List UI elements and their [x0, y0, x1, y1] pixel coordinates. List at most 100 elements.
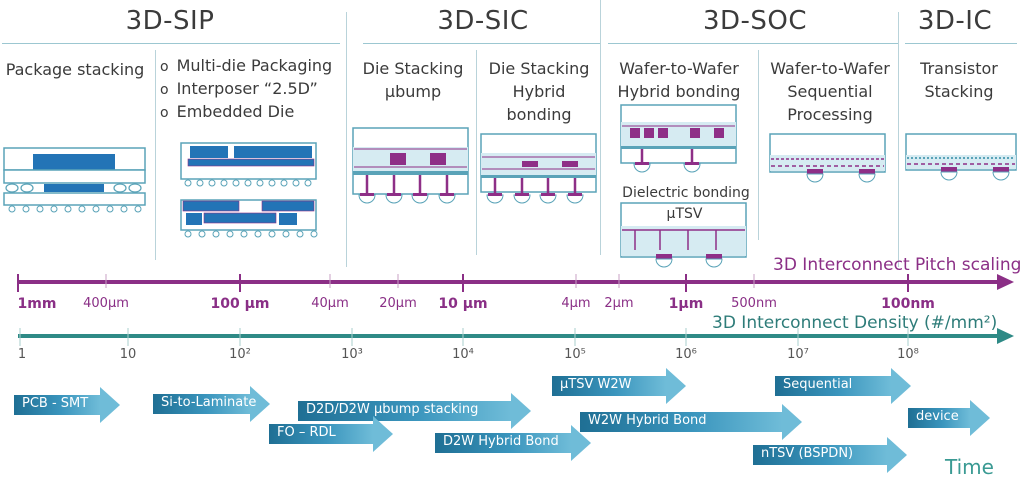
transistor-stacking-illustration	[905, 133, 1017, 181]
label-line: Processing	[787, 105, 873, 124]
density-tick-label: 10³	[341, 347, 363, 362]
multi-die-packaging-illustration	[180, 142, 318, 238]
arrow-head-icon	[511, 393, 531, 429]
label-line: µbump	[384, 82, 442, 101]
category-rule-3d-sic	[363, 43, 601, 44]
density-tick-label: 10⁵	[564, 347, 586, 362]
pitch-tick-label: 2µm	[604, 296, 634, 311]
density-tick-label: 10⁸	[897, 347, 919, 362]
bullet-item: Multi-die Packaging	[160, 55, 333, 78]
timeline-arrow: Si-to-Laminate	[153, 386, 270, 422]
density-axis-title: 3D Interconnect Density (#/mm²)	[712, 313, 998, 333]
category-separator	[346, 12, 347, 267]
density-tick-label: 10²	[229, 347, 251, 362]
pitch-tick-label: 500nm	[731, 296, 777, 311]
pitch-tick-label: 400µm	[83, 296, 129, 311]
subsection-label-utsv: µTSV	[666, 206, 703, 222]
pitch-tick-label: 100nm	[881, 296, 935, 312]
arrow-head-icon	[571, 425, 591, 461]
arrow-body	[14, 395, 100, 415]
timeline-arrow-label: D2D/D2W µbump stacking	[306, 402, 479, 417]
label-line: Sequential	[787, 82, 873, 101]
label-line: Wafer-to-Wafer	[619, 59, 739, 78]
timeline-arrow: PCB - SMT	[14, 387, 120, 423]
category-separator	[600, 0, 601, 255]
arrow-body	[552, 376, 666, 396]
pitch-axis-title: 3D Interconnect Pitch scaling	[773, 255, 1022, 275]
label-line: Hybrid	[512, 82, 566, 101]
density-axis	[18, 328, 1014, 346]
pitch-axis-arrowhead	[997, 274, 1014, 290]
arrow-head-icon	[891, 368, 911, 404]
subsection-label-w2w-sequential: Wafer-to-Wafer Sequential Processing	[760, 57, 900, 126]
timeline-arrow: FO – RDL	[269, 416, 393, 452]
subsection-label-package-stacking: Package stacking	[5, 60, 145, 79]
label-line: Die Stacking	[488, 59, 590, 78]
timeline-arrow-label: device	[916, 409, 959, 424]
category-separator	[898, 12, 899, 267]
bullet-list-3d-sip: Multi-die Packaging Interposer “2.5D” Em…	[160, 55, 333, 124]
arrow-head-icon	[970, 400, 990, 436]
label-line: Stacking	[924, 82, 994, 101]
pitch-tick-label: 40µm	[311, 296, 349, 311]
pitch-tick-label: 10 µm	[438, 296, 488, 312]
package-stacking-illustration	[3, 147, 146, 213]
subsection-label-die-stacking-hybrid: Die Stacking Hybrid bonding	[478, 57, 600, 126]
label-line: Transistor	[920, 59, 998, 78]
subsection-separator	[155, 50, 156, 260]
arrow-head-icon	[887, 437, 907, 473]
arrow-head-icon	[100, 387, 120, 423]
label-line: Hybrid bonding	[617, 82, 741, 101]
subsection-label-w2w-hybrid: Wafer-to-Wafer Hybrid bonding	[603, 57, 755, 103]
timeline-arrow-label: µTSV W2W	[560, 377, 632, 392]
arrow-body	[435, 433, 571, 453]
category-title-3d-ic: 3D-IC	[917, 6, 993, 36]
timeline-arrow-label: FO – RDL	[277, 425, 336, 440]
timeline-arrow-label: W2W Hybrid Bond	[588, 413, 707, 428]
density-axis-arrowhead	[997, 328, 1014, 344]
label-line: bonding	[506, 105, 572, 124]
pitch-tick-label: 1mm	[17, 296, 57, 312]
label-line: Die Stacking	[362, 59, 464, 78]
pitch-tick-label: 4µm	[561, 296, 591, 311]
category-rule-3d-soc	[608, 43, 898, 44]
pitch-tick-label: 100 µm	[210, 296, 270, 312]
pitch-tick-label: 1µm	[668, 296, 704, 312]
category-title-3d-sic: 3D-SIC	[437, 6, 529, 36]
category-rule-3d-ic	[905, 43, 1017, 44]
bullet-item: Embedded Die	[160, 101, 332, 124]
category-rule-3d-sip	[2, 43, 340, 44]
arrow-head-icon	[250, 386, 270, 422]
pitch-axis	[17, 274, 1014, 292]
density-tick-label: 10⁶	[675, 347, 697, 362]
subsection-label-dielectric-bonding: Dielectric bonding	[622, 185, 750, 201]
label-line: Wafer-to-Wafer	[770, 59, 890, 78]
arrow-body	[775, 376, 891, 396]
density-tick-label: 10⁷	[787, 347, 809, 362]
pitch-tick-label: 20µm	[379, 296, 417, 311]
die-stacking-hybrid-illustration	[480, 133, 597, 204]
timeline-arrow-label: Sequential	[783, 377, 853, 392]
w2w-sequential-illustration	[769, 133, 886, 183]
arrow-body	[298, 401, 511, 421]
density-tick-label: 1	[17, 347, 27, 362]
subsection-label-die-stacking-ubump: Die Stacking µbump	[352, 57, 474, 103]
timeline-arrow-label: D2W Hybrid Bond	[443, 434, 559, 449]
timeline-arrow: device	[908, 400, 990, 436]
time-label: Time	[945, 455, 994, 479]
density-tick-label: 10⁴	[452, 347, 474, 362]
timeline-arrow-label: nTSV (BSPDN)	[761, 446, 854, 461]
timeline-arrow: µTSV W2W	[552, 368, 686, 404]
arrow-body	[269, 424, 373, 444]
subsection-separator	[476, 50, 477, 255]
arrow-body	[908, 408, 970, 428]
timeline-arrow: nTSV (BSPDN)	[753, 437, 907, 473]
timeline-arrow-label: PCB - SMT	[22, 396, 89, 411]
timeline-arrow: D2D/D2W µbump stacking	[298, 393, 531, 429]
timeline-arrow: Sequential	[775, 368, 911, 404]
subsection-separator	[758, 50, 759, 240]
arrow-head-icon	[373, 416, 393, 452]
subsection-label-transistor-stacking: Transistor Stacking	[900, 57, 1018, 103]
density-tick-label: 10	[119, 347, 137, 362]
arrow-body	[153, 394, 250, 414]
